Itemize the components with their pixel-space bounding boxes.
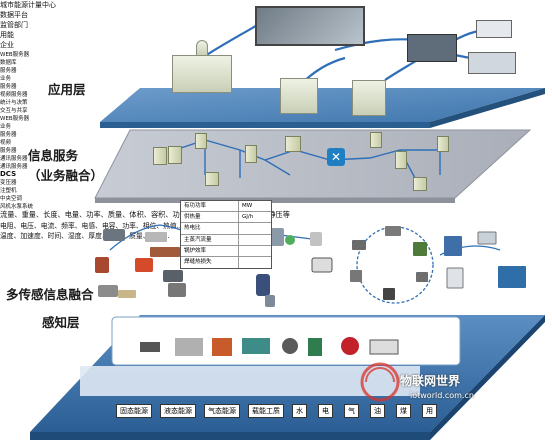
business-right-label-1: 业务: [0, 124, 12, 130]
energy-chip: 载能工质: [248, 404, 284, 418]
watermark-logo: [360, 362, 400, 402]
injection-machine-label: 注塑机: [0, 188, 17, 194]
regulator-label: 监管部门: [0, 21, 28, 29]
fan-pump-label: 风机水泵系统: [0, 204, 34, 210]
comm-server-left: [205, 172, 219, 186]
comm-server-left-label: 通讯服务器: [0, 156, 28, 162]
laptop: [476, 20, 512, 38]
energy-chip: 气态能源: [204, 404, 240, 418]
table-row: 锅炉效率: [181, 245, 271, 257]
web-server-right-label: WEB服务器: [0, 116, 30, 122]
monitors: [468, 52, 516, 74]
database-server-2: [168, 146, 182, 164]
measurands-text: 流量、重量、长度、电量、功率、质量、体积、容积、功率、线损、进出温差、动压/静压…: [0, 210, 290, 219]
video-server-left: [285, 136, 301, 152]
industry-label: 工业: [0, 241, 16, 250]
meters-row: [140, 337, 399, 356]
data-platform-label: 数据平台: [0, 11, 28, 19]
utility-chip: 煤: [396, 404, 411, 418]
business-right-label-2: 服务器: [0, 132, 17, 138]
comm-server-right-label: 通讯服务器: [0, 164, 28, 170]
web-server-left-label: WEB服务器: [0, 52, 30, 58]
web-server-left: [195, 133, 207, 149]
layer-label-application: 应用层: [48, 82, 86, 97]
watermark-url: iotworld.com.cn: [410, 391, 474, 400]
energy-chip: 液态能源: [160, 404, 196, 418]
table-row: 焊缝热损失: [181, 256, 271, 269]
regulator-dome: [196, 40, 208, 56]
layer-label-multi-sensor: 多传感信息融合: [6, 287, 94, 302]
comm-server-right: [413, 177, 427, 191]
utility-chip: 电: [318, 404, 333, 418]
business-server-left: [245, 145, 257, 163]
enterprise-building-2: [352, 80, 386, 116]
business-left-label-2: 服务器: [0, 84, 17, 90]
video-wall: [255, 6, 365, 46]
power-params-line1: 电阻、电压、电流、频率、电感、电容、功率、相位、热值...: [0, 222, 184, 230]
stats-decision-label: 统计与决策: [0, 100, 28, 106]
video-right-label-2: 服务器: [0, 148, 17, 154]
video-server-left-label: 视频服务器: [0, 92, 28, 98]
business-left-label-1: 业务: [0, 76, 12, 82]
energy-chip: 固态能源: [116, 404, 152, 418]
video-right-label-1: 视频: [0, 140, 12, 146]
exchange-share-label: 交互与共享: [0, 108, 28, 114]
utility-chip: 气: [344, 404, 359, 418]
table-row: 热电比: [181, 223, 271, 235]
transformer-label: 变压器: [0, 180, 17, 186]
sensor-devices: [95, 226, 526, 307]
enterprise-building-1: [280, 78, 318, 114]
table-row: 主蒸汽流量: [181, 234, 271, 246]
dcs-label: DCS: [0, 170, 17, 178]
layer-label-info-service: 信息服务: [28, 148, 79, 163]
central-ac-label: 中央空调: [0, 196, 23, 202]
web-server-right: [370, 132, 382, 148]
business-server-right: [395, 151, 407, 169]
enterprise-label-1: 用能: [0, 31, 14, 39]
watermark-brand: 物联网世界: [400, 374, 461, 388]
database-label-1: 数据库: [0, 60, 17, 66]
application-platform: [100, 88, 545, 122]
monitor-room: [407, 34, 457, 62]
database-label-2: 服务器: [0, 68, 17, 74]
power-params-line2: 温度、加速度、时间、湿度、厚度、压强、质量、浓度...: [0, 232, 170, 240]
exchange-icon: ✕: [327, 148, 345, 166]
layer-label-perception: 感知层: [42, 315, 80, 330]
regulator-building: [172, 55, 232, 93]
utility-chip: 油: [370, 404, 385, 418]
layer-label-info-service-sub: （业务融合）: [28, 168, 104, 183]
enterprise-label-2: 企业: [0, 41, 14, 49]
video-server-right: [437, 136, 449, 152]
utility-chip: 水: [292, 404, 307, 418]
utility-chip: 用: [422, 404, 437, 418]
database-server: [153, 147, 167, 165]
data-center-label: 城市能源计量中心: [0, 1, 56, 9]
